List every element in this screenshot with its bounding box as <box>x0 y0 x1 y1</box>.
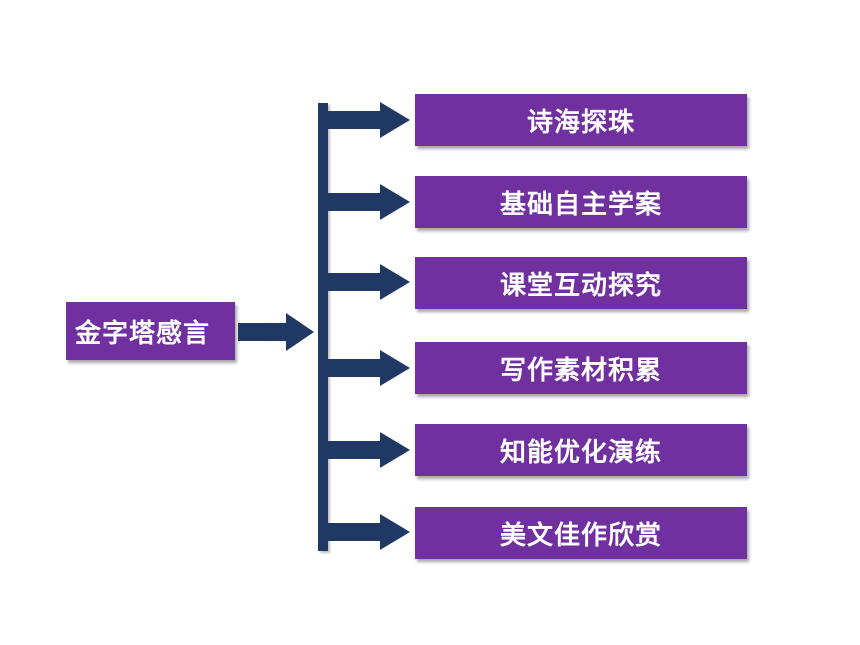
branch-arrow-4 <box>328 350 410 386</box>
node-basic-self-study[interactable]: 基础自主学案 <box>415 176 747 228</box>
branch-arrow-2 <box>328 184 410 220</box>
node-essay-appreciation[interactable]: 美文佳作欣赏 <box>415 507 747 559</box>
node-label: 诗海探珠 <box>526 107 635 138</box>
node-label: 美文佳作欣赏 <box>499 520 662 551</box>
root-node[interactable]: 金字塔感言 <box>66 302 235 360</box>
branch-arrow-6 <box>328 514 410 550</box>
node-label: 课堂互动探究 <box>499 270 662 301</box>
node-classroom-interaction[interactable]: 课堂互动探究 <box>415 257 747 309</box>
node-label: 写作素材积累 <box>499 355 662 386</box>
connector-spine <box>318 103 328 551</box>
root-node-label: 金字塔感言 <box>75 318 211 349</box>
node-label: 基础自主学案 <box>499 189 662 220</box>
branch-arrow-5 <box>328 432 410 468</box>
node-knowledge-practice[interactable]: 知能优化演练 <box>415 424 747 476</box>
node-label: 知能优化演练 <box>499 437 662 468</box>
node-poetry-pearls[interactable]: 诗海探珠 <box>415 94 747 146</box>
node-writing-materials[interactable]: 写作素材积累 <box>415 342 747 394</box>
root-arrow <box>238 313 314 351</box>
branch-arrow-3 <box>328 264 410 300</box>
branch-arrow-1 <box>328 102 410 138</box>
